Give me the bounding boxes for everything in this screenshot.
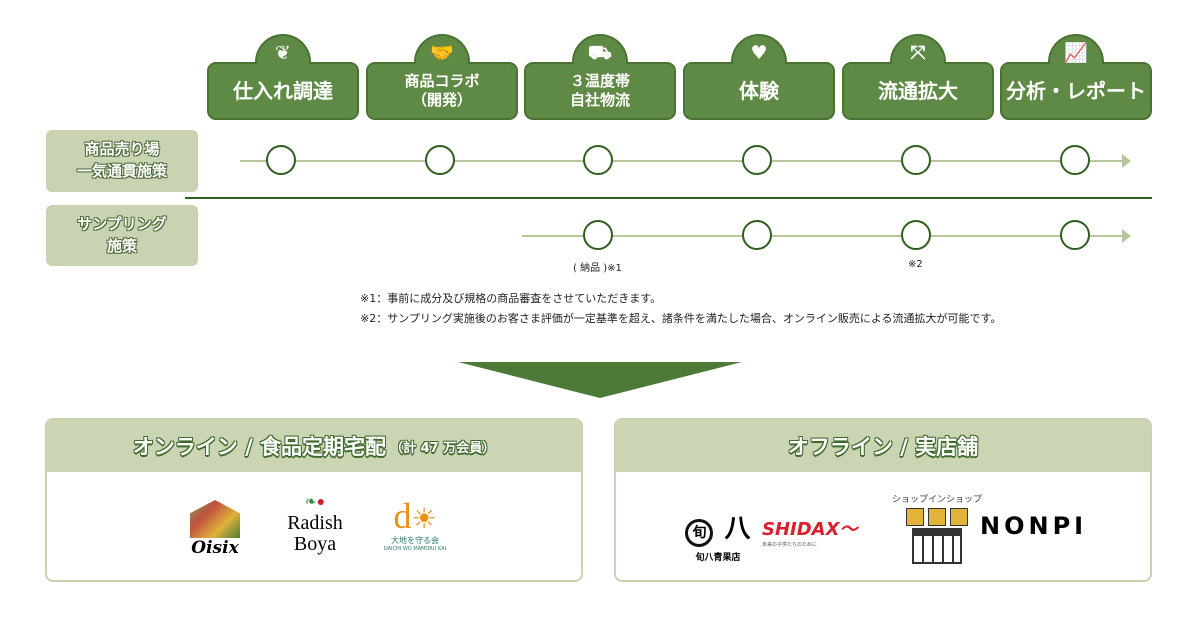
circle-mark <box>901 220 931 250</box>
oisix-logo: Oisix <box>185 500 245 558</box>
timeline-line <box>240 160 1122 162</box>
row-label-store: 商品売り場一気通貫施策 <box>46 130 198 192</box>
circle-mark <box>266 145 296 175</box>
delivery-annotation: ( 納品 )※1 <box>573 263 622 274</box>
circle-mark <box>742 220 772 250</box>
circle-mark <box>583 145 613 175</box>
circle-mark <box>425 145 455 175</box>
circle-mark <box>1060 220 1090 250</box>
shop-in-shop: ショップインショップ <box>882 492 992 564</box>
down-arrow-triangle <box>458 362 742 398</box>
note2-annotation: ※2 <box>908 259 923 270</box>
circle-mark <box>742 145 772 175</box>
row-label-sampling: サンプリング施策 <box>46 205 198 266</box>
step-logistics: ⛟３温度帯自社物流 <box>524 34 676 120</box>
shidax-logo: SHIDAX〜 未来の子供たちのために <box>762 519 858 548</box>
store-icon <box>912 528 962 564</box>
step-distribution: ⤧流通拡大 <box>842 34 994 120</box>
footnote-2: ※2：サンプリング実施後のお客さま評価が一定基準を超え、諸条件を満たした場合、オ… <box>360 312 1002 325</box>
nonpi-logo: NONPI <box>980 512 1088 540</box>
daichi-logo: d☀ 大地を守る会 DAICHI WO MAMORU KAI <box>383 496 447 552</box>
online-panel: オンライン / 食品定期宅配（計 47 万会員） Oisix ❧● Radish… <box>45 418 583 582</box>
step-analysis: 📈分析・レポート <box>1000 34 1152 120</box>
divider <box>185 197 1152 199</box>
step-label: （開発） <box>411 91 472 109</box>
step-label: 自社物流 <box>569 91 630 109</box>
timeline-line <box>522 235 1122 237</box>
circle-mark <box>1060 145 1090 175</box>
offline-header: オフライン / 実店舗 <box>616 420 1150 472</box>
step-product-collab: 🤝商品コラボ（開発） <box>366 34 518 120</box>
shunpachi-logo: 旬 八 旬八青果店 <box>678 508 758 563</box>
step-experience: ♥体験 <box>683 34 835 120</box>
arrow-icon <box>1122 154 1131 168</box>
circle-mark <box>901 145 931 175</box>
step-label: ３温度帯 <box>569 72 630 91</box>
step-label: 商品コラボ <box>404 72 480 91</box>
arrow-icon <box>1122 229 1131 243</box>
footnote-1: ※1：事前に成分及び規格の商品審査をさせていただきます。 <box>360 292 662 305</box>
step-procurement: ❦仕入れ調達 <box>207 34 359 120</box>
circle-mark <box>583 220 613 250</box>
online-header: オンライン / 食品定期宅配（計 47 万会員） <box>47 420 581 472</box>
offline-panel: オフライン / 実店舗 旬 八 旬八青果店 SHIDAX〜 未来の子供たちのため… <box>614 418 1152 582</box>
